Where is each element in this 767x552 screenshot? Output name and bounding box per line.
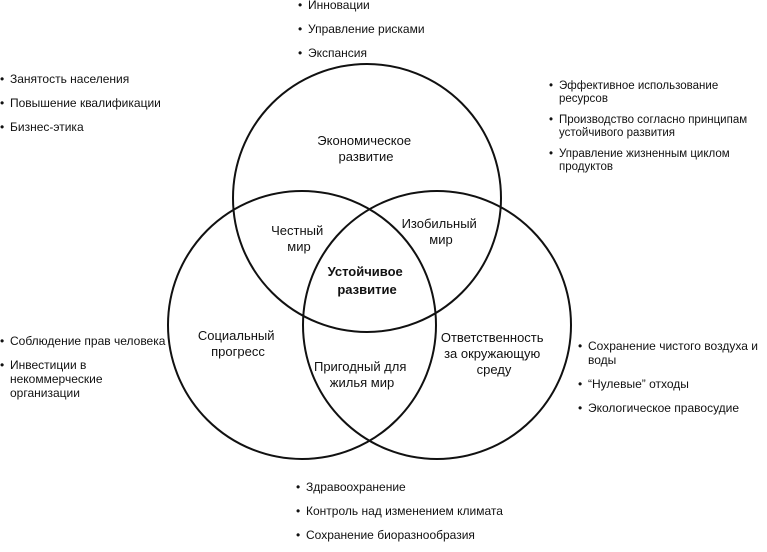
economic-right-list: Эффективное использование ресурсов Произ… bbox=[549, 80, 765, 182]
list-item: Производство согласно принципам устойчив… bbox=[549, 114, 765, 140]
list-item: Управление рисками bbox=[298, 22, 425, 36]
list-item: “Нулевые” отходы bbox=[578, 377, 764, 391]
list-item: Контроль над изменением климата bbox=[296, 504, 503, 518]
abundant-world-label: Изобильный мир bbox=[402, 216, 481, 247]
economic-top-list: Инновации Управление рисками Экспансия bbox=[298, 0, 425, 70]
bottom-list: Здравоохранение Контроль над изменением … bbox=[296, 480, 503, 552]
sustainable-development-label: Устойчивое развитие bbox=[328, 264, 407, 297]
fair-world-label: Честный мир bbox=[271, 223, 327, 254]
list-item: Экспансия bbox=[298, 46, 425, 60]
economic-label: Экономическое развитие bbox=[317, 133, 414, 164]
list-item: Занятость населения bbox=[0, 72, 161, 86]
environment-right-list: Сохранение чистого воздуха и воды “Нулев… bbox=[578, 339, 764, 425]
livable-world-label: Пригодный для жилья мир bbox=[314, 359, 410, 390]
list-item: Соблюдение прав человека bbox=[0, 334, 172, 348]
list-item: Здравоохранение bbox=[296, 480, 503, 494]
list-item: Экологическое правосудие bbox=[578, 401, 764, 415]
list-item: Инвестиции в некоммерческие организации bbox=[0, 358, 172, 400]
list-item: Инновации bbox=[298, 0, 425, 12]
list-item: Управление жизненным циклом продуктов bbox=[549, 148, 765, 174]
environment-label: Ответственность за окружающую среду bbox=[441, 330, 547, 377]
economic-circle bbox=[232, 63, 502, 333]
social-top-left-list: Занятость населения Повышение квалификац… bbox=[0, 72, 161, 144]
list-item: Повышение квалификации bbox=[0, 96, 161, 110]
social-left-list: Соблюдение прав человека Инвестиции в не… bbox=[0, 334, 172, 410]
list-item: Эффективное использование ресурсов bbox=[549, 80, 765, 106]
social-label: Социальный прогресс bbox=[198, 328, 278, 359]
list-item: Сохранение чистого воздуха и воды bbox=[578, 339, 764, 367]
list-item: Бизнес-этика bbox=[0, 120, 161, 134]
environment-circle bbox=[302, 190, 572, 460]
social-circle bbox=[167, 190, 437, 460]
list-item: Сохранение биоразнообразия bbox=[296, 528, 503, 542]
